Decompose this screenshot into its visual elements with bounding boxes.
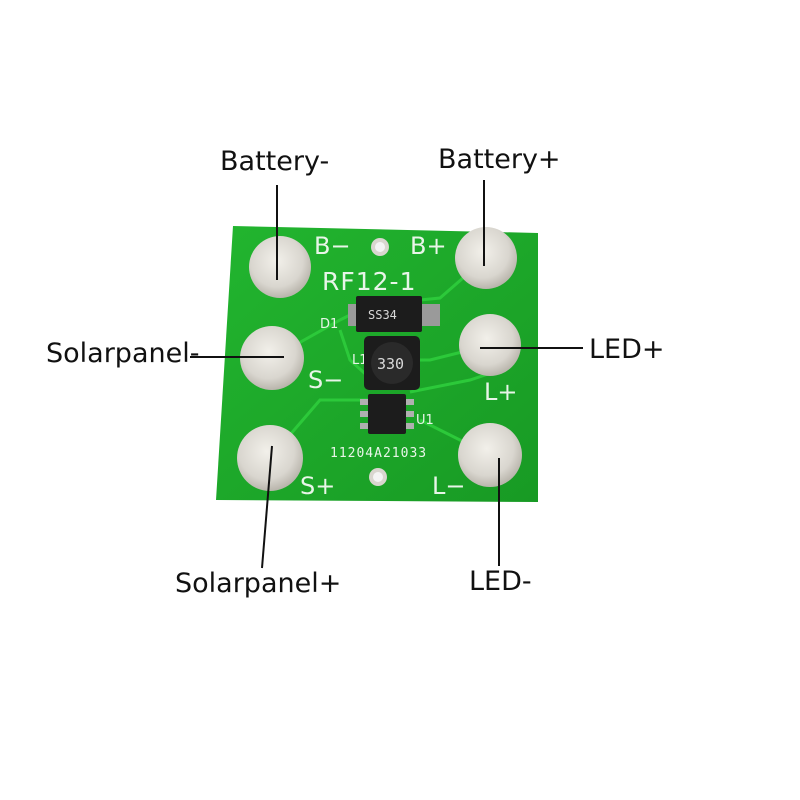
leader-lines xyxy=(190,180,583,569)
label-battery-minus: Battery- xyxy=(220,146,330,177)
ic-u1 xyxy=(360,394,414,434)
pad-led-minus xyxy=(458,423,522,487)
silk-l-minus: L− xyxy=(432,472,465,500)
inductor-l1: 330 xyxy=(364,336,420,390)
label-led-minus: LED- xyxy=(469,566,532,597)
pad-battery-minus xyxy=(249,236,311,298)
silk-l1: L1 xyxy=(352,353,368,368)
silk-l-plus: L+ xyxy=(484,378,517,406)
silk-model: RF12-1 xyxy=(322,267,417,296)
inductor-marking: 330 xyxy=(377,355,404,373)
label-solarpanel-minus: Solarpanel- xyxy=(46,338,200,369)
silk-b-minus: B− xyxy=(314,232,351,260)
label-led-plus: LED+ xyxy=(589,334,665,365)
pad-led-plus xyxy=(459,314,521,376)
silk-s-plus: S+ xyxy=(300,472,335,500)
label-solarpanel-plus: Solarpanel+ xyxy=(175,568,342,599)
silk-b-plus: B+ xyxy=(410,232,447,260)
diode-marking: SS34 xyxy=(368,308,397,322)
label-battery-plus: Battery+ xyxy=(438,144,561,175)
leader-solarpanel-plus xyxy=(261,445,273,569)
pad-battery-plus xyxy=(455,227,517,289)
silk-s-minus: S− xyxy=(308,366,343,394)
silk-serial: 11204A21033 xyxy=(330,446,427,461)
silk-d1: D1 xyxy=(320,317,338,332)
silk-u1: U1 xyxy=(416,413,434,428)
diode-d1: SS34 xyxy=(348,296,440,332)
pad-solar-plus xyxy=(237,425,303,491)
